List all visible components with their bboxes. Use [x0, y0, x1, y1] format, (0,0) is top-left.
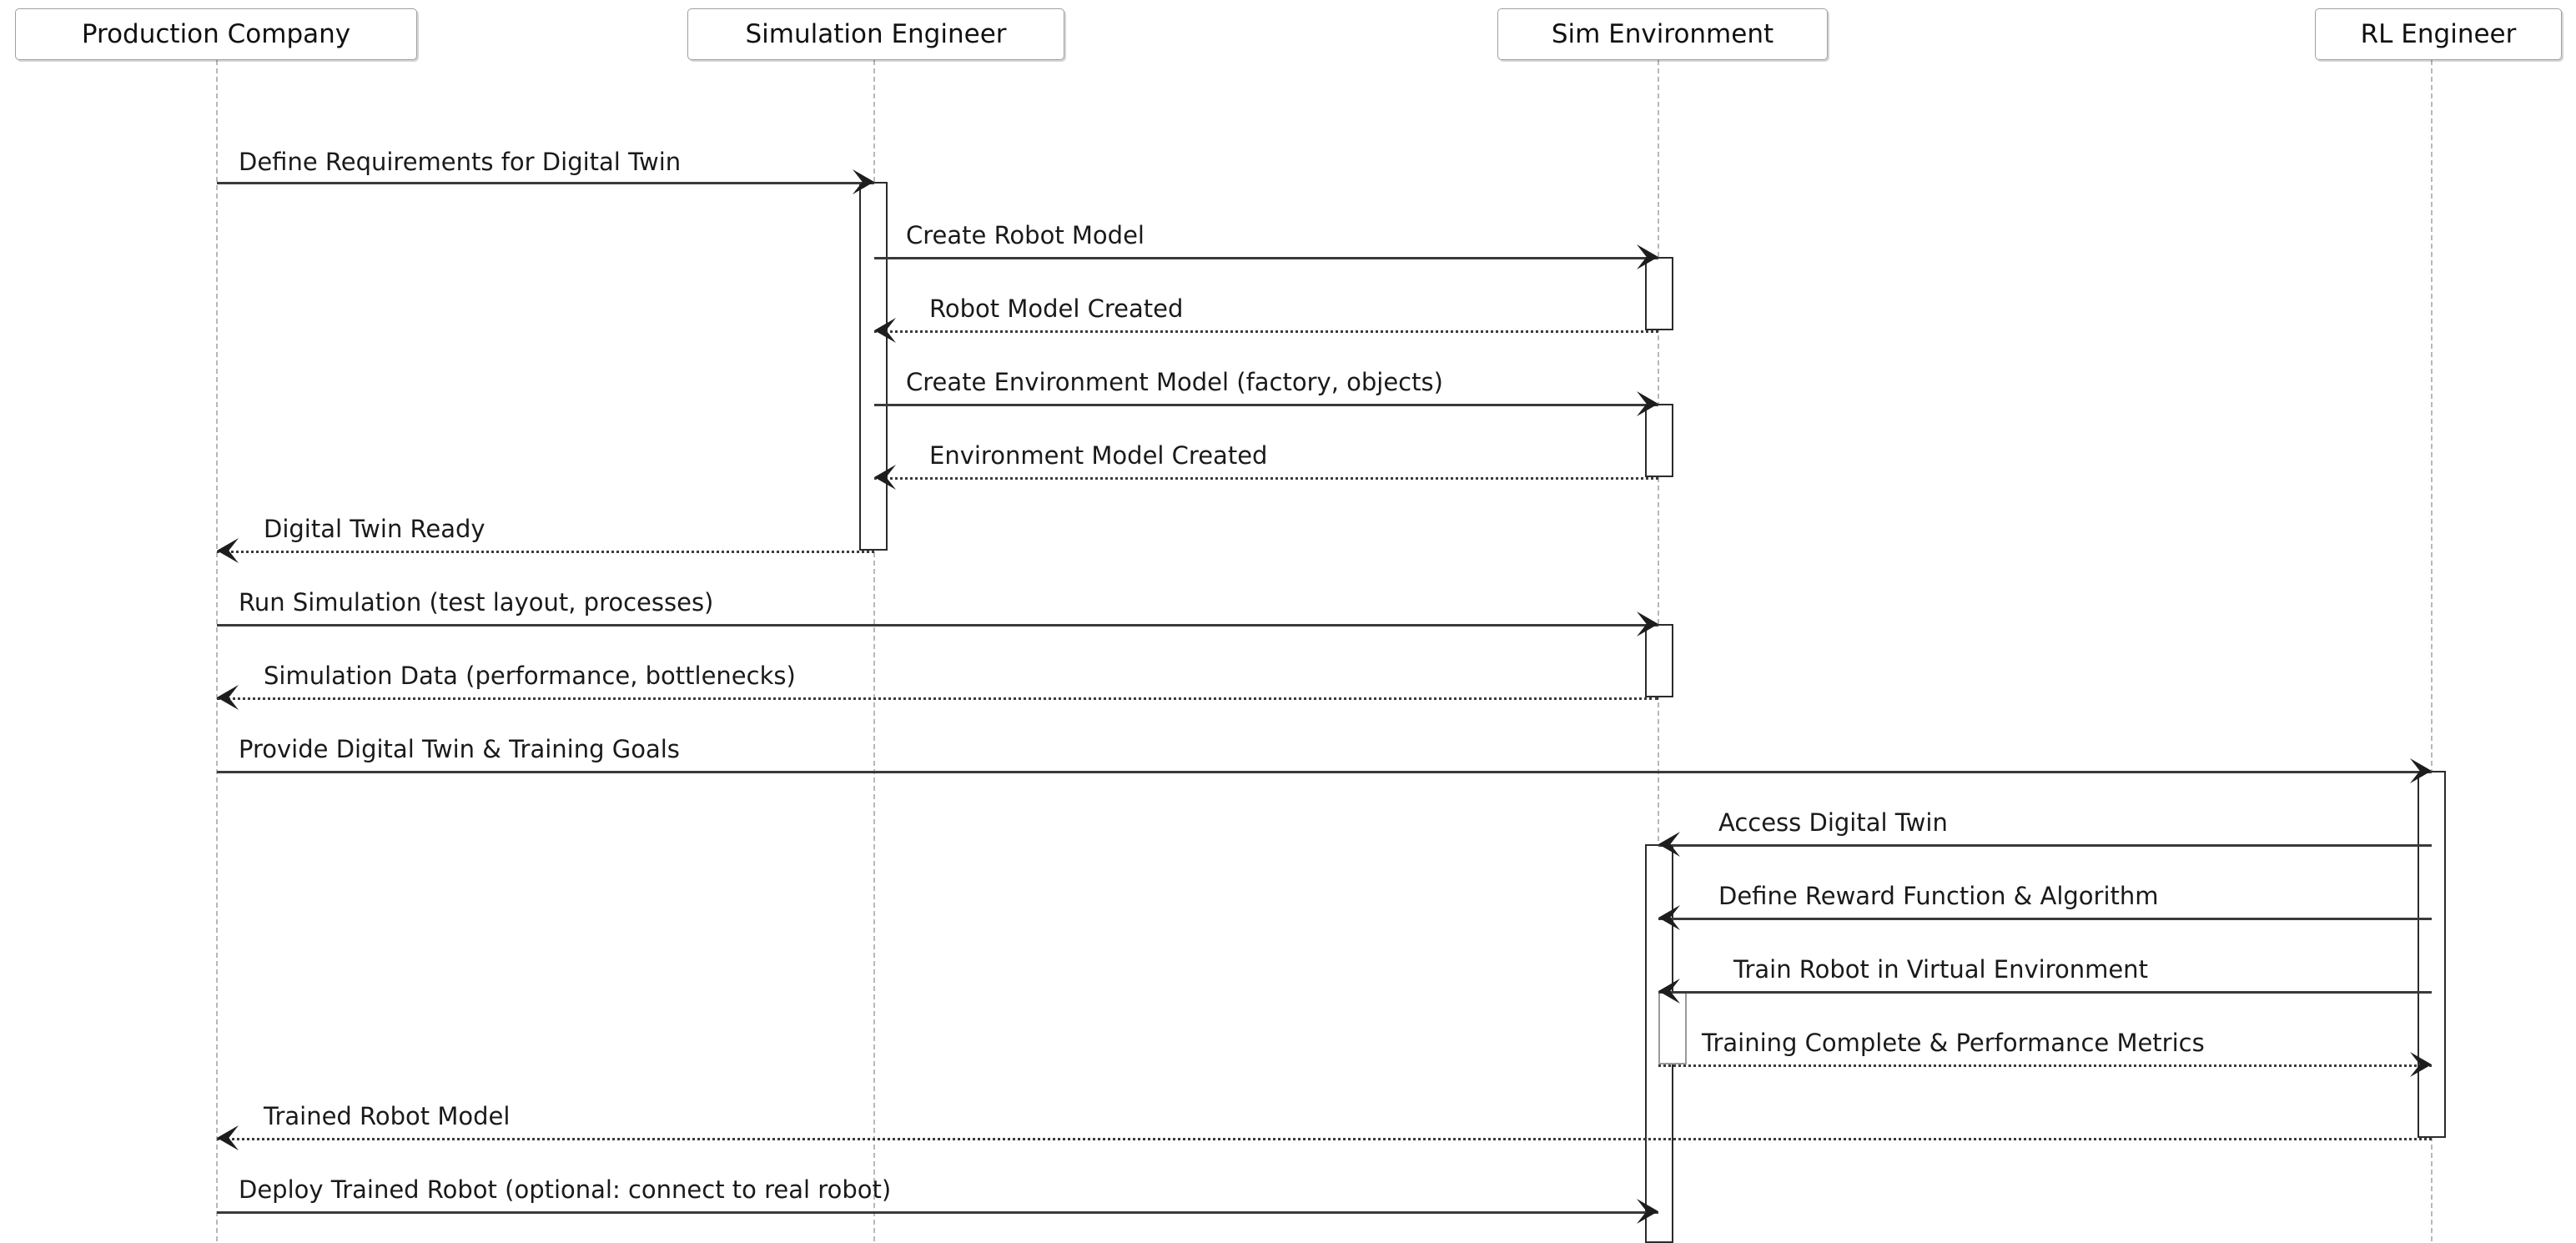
message-line-8 [217, 697, 1658, 700]
message-line-2 [874, 257, 1658, 259]
message-line-5 [874, 477, 1658, 480]
lifeline-rl-engineer [2431, 60, 2433, 1241]
message-line-6 [217, 551, 874, 553]
participant-rl-engineer[interactable]: RL Engineer [2315, 8, 2562, 60]
participant-label: Simulation Engineer [745, 19, 1007, 49]
message-line-9 [217, 771, 2432, 773]
message-line-15 [217, 1211, 1658, 1214]
message-label-15: Deploy Trained Robot (optional: connect … [239, 1175, 892, 1204]
message-label-13: Training Complete & Performance Metrics [1702, 1029, 2205, 1057]
message-label-6: Digital Twin Ready [264, 515, 486, 543]
message-line-1 [217, 182, 874, 184]
message-line-12 [1658, 991, 2432, 994]
message-line-14 [217, 1138, 2432, 1140]
message-label-2: Create Robot Model [906, 221, 1145, 249]
lifeline-production-company [216, 60, 218, 1241]
participant-label: Sim Environment [1551, 19, 1774, 49]
message-label-4: Create Environment Model (factory, objec… [906, 368, 1443, 396]
act-sim-engineer-1 [859, 182, 888, 551]
participant-production-company[interactable]: Production Company [15, 8, 417, 60]
message-label-12: Train Robot in Virtual Environment [1733, 955, 2148, 984]
message-label-10: Access Digital Twin [1718, 808, 1948, 837]
act-sim-env-1 [1645, 257, 1673, 330]
participant-label: Production Company [81, 19, 351, 49]
message-label-8: Simulation Data (performance, bottleneck… [264, 662, 796, 690]
act-rl-engineer-1 [2418, 771, 2446, 1138]
message-label-3: Robot Model Created [929, 294, 1184, 323]
participant-sim-environment[interactable]: Sim Environment [1497, 8, 1828, 60]
act-sim-env-3 [1645, 624, 1673, 697]
message-label-7: Run Simulation (test layout, processes) [239, 588, 714, 616]
message-line-3 [874, 330, 1658, 333]
message-label-5: Environment Model Created [929, 441, 1268, 470]
message-line-13 [1658, 1064, 2432, 1067]
message-label-1: Define Requirements for Digital Twin [239, 148, 682, 176]
message-line-7 [217, 624, 1658, 627]
message-line-4 [874, 404, 1658, 406]
participant-label: RL Engineer [2360, 19, 2517, 49]
message-line-11 [1658, 918, 2432, 920]
message-label-11: Define Reward Function & Algorithm [1718, 882, 2159, 910]
message-line-10 [1658, 844, 2432, 847]
lifeline-simulation-engineer [873, 60, 875, 1241]
act-sim-env-2 [1645, 404, 1673, 477]
message-label-9: Provide Digital Twin & Training Goals [239, 735, 680, 763]
message-label-14: Trained Robot Model [264, 1102, 511, 1130]
participant-simulation-engineer[interactable]: Simulation Engineer [687, 8, 1064, 60]
